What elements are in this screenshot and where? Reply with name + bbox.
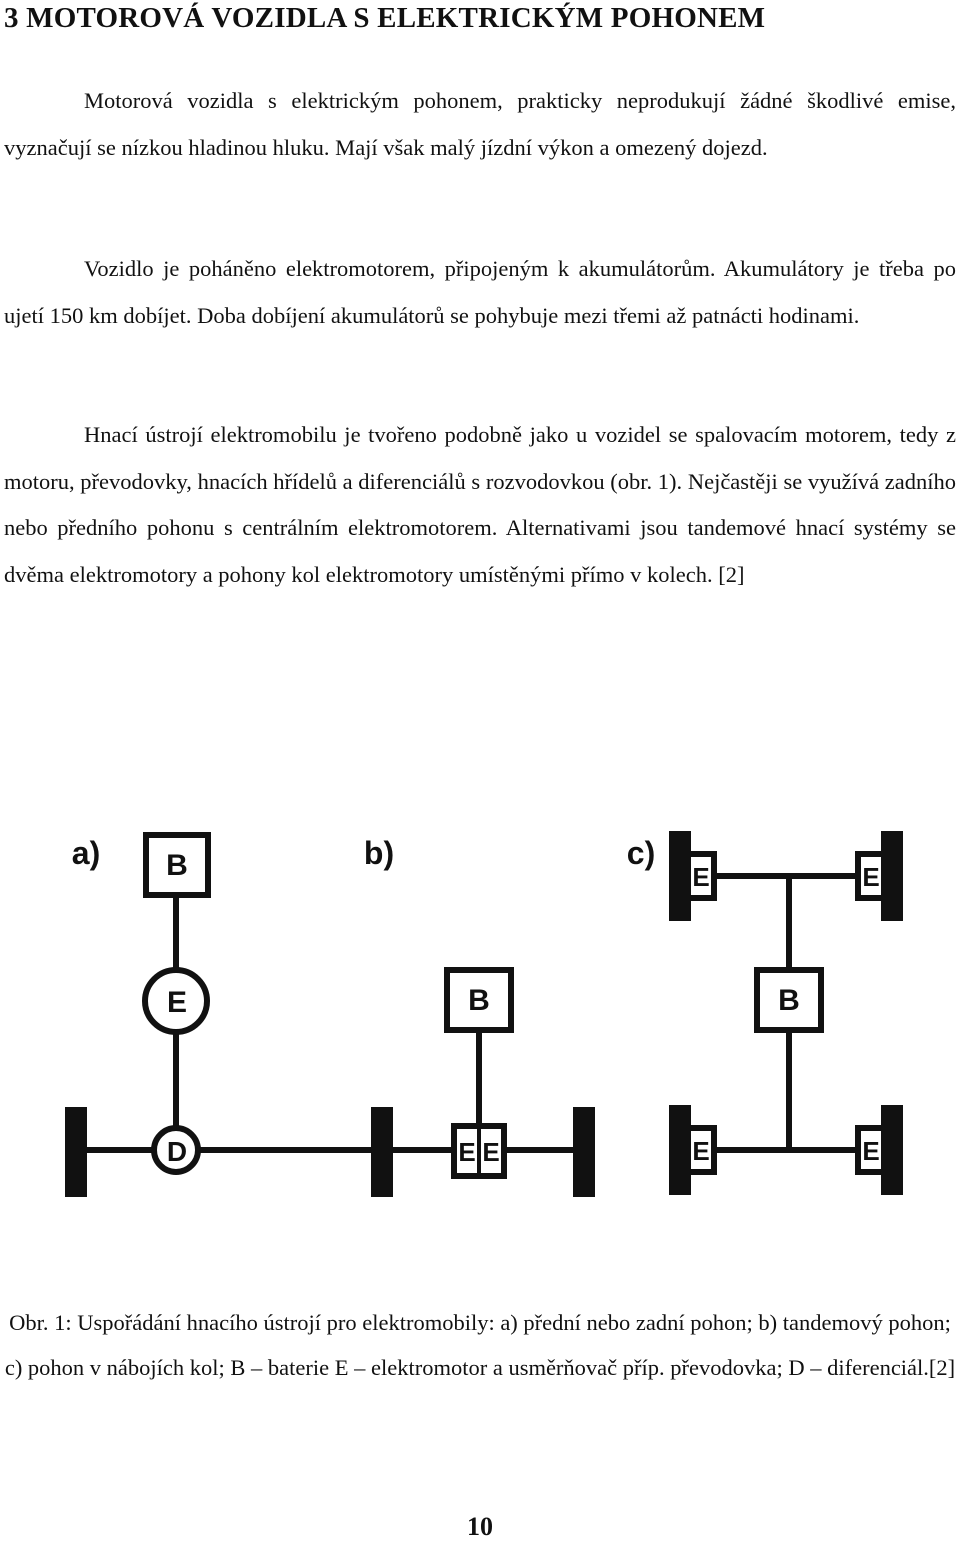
battery-label: B	[468, 984, 490, 1017]
hub-motor	[685, 851, 717, 901]
battery-box	[754, 967, 824, 1033]
motor-label: E	[167, 986, 187, 1019]
differential-label: D	[167, 1136, 187, 1167]
motor-label: E	[482, 1137, 499, 1167]
hub-motor-label: E	[862, 1136, 879, 1166]
panel-b	[380, 967, 595, 1197]
panel-a	[65, 832, 393, 1197]
paragraph-1: Motorová vozidla s elektrickým pohonem, …	[4, 88, 956, 160]
battery-box	[444, 967, 514, 1033]
wheel-left	[65, 1107, 87, 1197]
paragraph-2: Vozidlo je poháněno elektromotorem, přip…	[4, 256, 956, 328]
drivetrain-figure: a) b) c) B E D B E E B E E E E	[65, 831, 903, 1197]
page-number: 10	[467, 1512, 493, 1541]
figure-caption: Obr. 1: Uspořádání hnacího ústrojí pro e…	[4, 1310, 956, 1380]
paragraph-3: Hnací ústrojí elektromobilu je tvořeno p…	[4, 422, 956, 587]
hub-motor	[685, 1125, 717, 1175]
battery-label: B	[166, 849, 188, 882]
motor-label: E	[458, 1137, 475, 1167]
panel-c	[669, 831, 903, 1195]
panel-label-a: a)	[72, 835, 100, 871]
battery-box	[143, 832, 211, 898]
panel-label-b: b)	[364, 835, 394, 871]
page-heading: 3 MOTOROVÁ VOZIDLA S ELEKTRICKÝM POHONEM	[4, 2, 766, 34]
hub-motor	[855, 1125, 887, 1175]
motor-circle	[142, 967, 210, 1035]
hub-motor-label: E	[862, 862, 879, 892]
differential-circle	[151, 1125, 201, 1175]
battery-label: B	[778, 984, 800, 1017]
hub-motor-label: E	[692, 1136, 709, 1166]
wheel-right	[573, 1107, 595, 1197]
hub-motor	[855, 851, 887, 901]
panel-label-c: c)	[627, 835, 655, 871]
hub-motor-label: E	[692, 862, 709, 892]
